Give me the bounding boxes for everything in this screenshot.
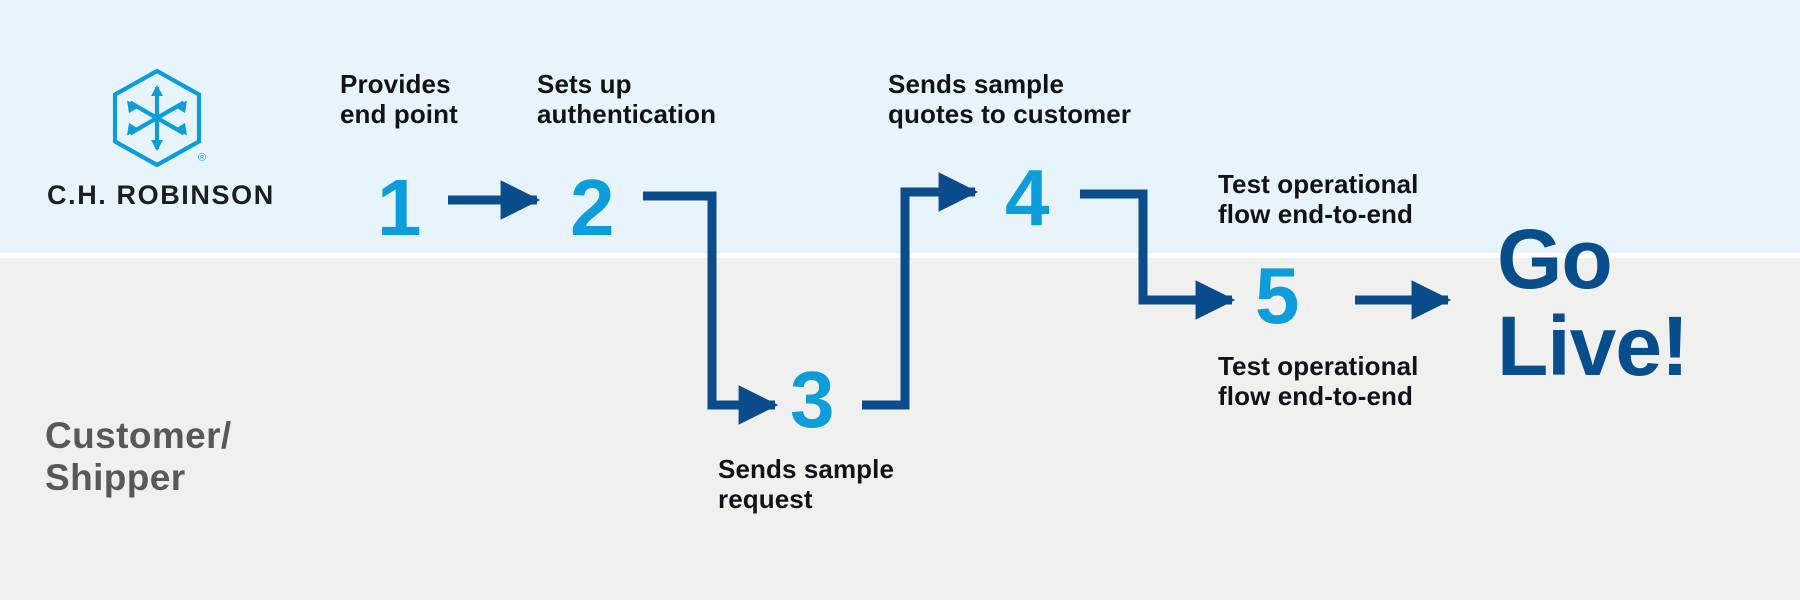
step-caption-2-line2: authentication xyxy=(537,98,717,129)
outcome-line1: Go xyxy=(1497,212,1613,306)
step-number-2: 2 xyxy=(570,163,614,252)
step-caption-1-line2: end point xyxy=(340,98,458,129)
step-caption-2-line1: Sets up xyxy=(537,69,632,99)
registered-trademark-icon: ® xyxy=(198,152,207,164)
step-number-5: 5 xyxy=(1255,251,1299,340)
brand-block: C.H. ROBINSON xyxy=(47,68,275,210)
step-caption-5-below-line2: flow end-to-end xyxy=(1218,380,1414,411)
step-caption-5-above-line1: Test operational xyxy=(1218,169,1419,199)
swimlane-label-customer-shipper: Customer/ Shipper xyxy=(45,415,375,499)
ch-robinson-logo-icon xyxy=(112,68,202,168)
swimlane-label-line2: Shipper xyxy=(45,457,186,499)
step-caption-1-line1: Provides xyxy=(340,69,451,99)
step-caption-1: Provides end point xyxy=(340,69,540,129)
step-caption-4-line1: Sends sample xyxy=(888,69,1065,99)
brand-wordmark: C.H. ROBINSON xyxy=(47,180,275,210)
step-caption-5-below-line1: Test operational xyxy=(1218,351,1419,381)
step-number-3: 3 xyxy=(790,355,834,444)
step-caption-4-line2: quotes to customer xyxy=(888,98,1132,129)
step-caption-3-line2: request xyxy=(718,483,813,514)
step-caption-5-below: Test operational flow end-to-end xyxy=(1218,351,1478,411)
step-caption-4: Sends sample quotes to customer xyxy=(888,69,1188,129)
step-caption-3: Sends sample request xyxy=(718,454,948,514)
outcome-line2: Live! xyxy=(1497,299,1689,394)
swimlane-label-line1: Customer/ xyxy=(45,415,232,456)
step-caption-2: Sets up authentication xyxy=(537,69,767,129)
step-caption-5-above: Test operational flow end-to-end xyxy=(1218,169,1478,229)
outcome-go-live: Go Live! xyxy=(1497,212,1787,394)
step-number-1: 1 xyxy=(377,163,421,252)
step-number-4: 4 xyxy=(1005,153,1049,242)
step-caption-3-line1: Sends sample xyxy=(718,454,895,484)
step-caption-5-above-line2: flow end-to-end xyxy=(1218,198,1414,229)
